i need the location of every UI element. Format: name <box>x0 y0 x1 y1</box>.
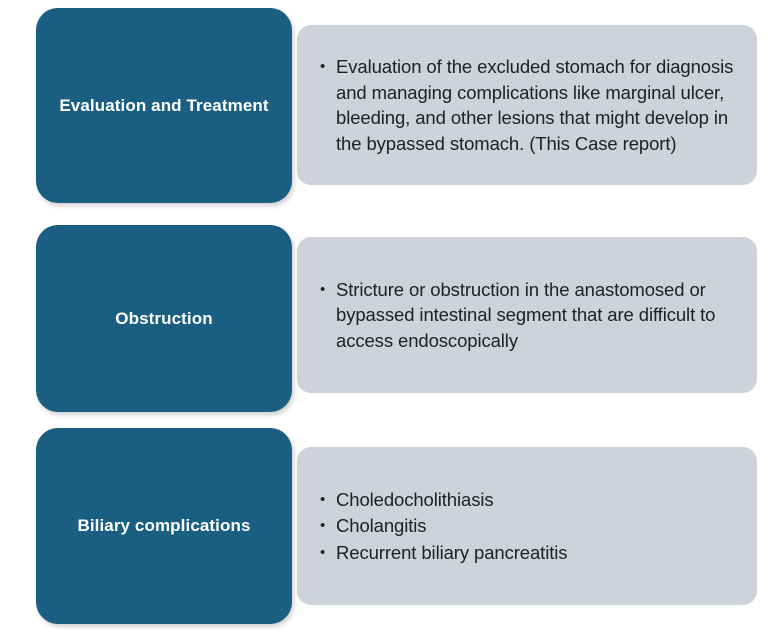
diagram-row-obstruction: Obstruction Stricture or obstruction in … <box>0 213 783 425</box>
detail-bullet-item: Choledocholithiasis <box>319 487 739 513</box>
category-label-text-2: Obstruction <box>115 308 213 328</box>
category-label-text-3: Biliary complications <box>77 516 251 535</box>
category-label-box-3[interactable]: Biliary complications <box>36 428 292 624</box>
detail-panel-1: Evaluation of the excluded stomach for d… <box>297 25 757 185</box>
detail-bullet-item: Recurrent biliary pancreatitis <box>319 540 739 566</box>
diagram-row-evaluation-and-treatment: Evaluation and Treatment Evaluation of t… <box>0 0 783 213</box>
detail-panel-3: Choledocholithiasis Cholangitis Recurren… <box>297 447 757 605</box>
detail-bullet-item: Stricture or obstruction in the anastomo… <box>319 277 739 354</box>
category-label-box-1[interactable]: Evaluation and Treatment <box>36 8 292 203</box>
detail-bullet-item: Cholangitis <box>319 513 739 539</box>
category-label-box-2[interactable]: Obstruction <box>36 225 292 412</box>
detail-bullet-list-2: Stricture or obstruction in the anastomo… <box>319 277 739 354</box>
detail-bullet-item: Evaluation of the excluded stomach for d… <box>319 54 739 156</box>
category-label-text-1: Evaluation and Treatment <box>59 95 269 115</box>
diagram-row-biliary-complications: Biliary complications Choledocholithiasi… <box>0 425 783 637</box>
detail-bullet-list-1: Evaluation of the excluded stomach for d… <box>319 54 739 156</box>
detail-panel-2: Stricture or obstruction in the anastomo… <box>297 237 757 393</box>
detail-bullet-list-3: Choledocholithiasis Cholangitis Recurren… <box>319 487 739 566</box>
